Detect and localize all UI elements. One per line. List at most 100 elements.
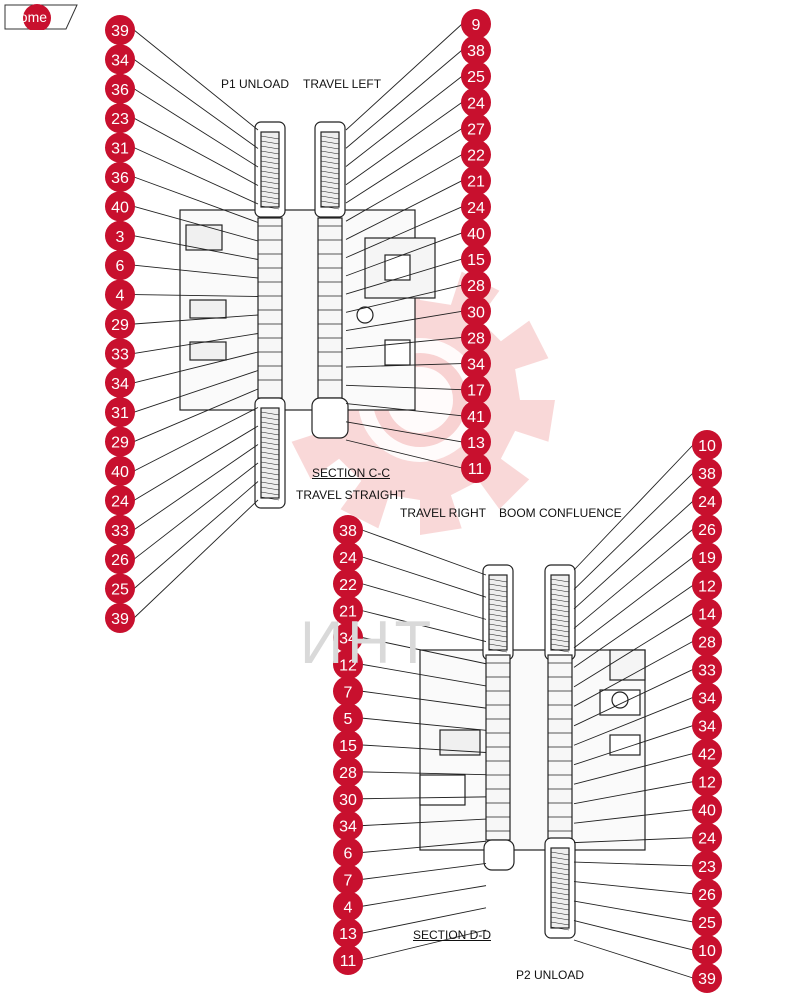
callout-circle xyxy=(692,430,722,460)
callout-circle xyxy=(105,44,135,75)
label-travel-right: TRAVEL RIGHT xyxy=(400,506,487,520)
bottom-left-leader xyxy=(361,663,487,687)
spring-coil xyxy=(550,608,570,613)
side-port-bottom-a xyxy=(599,689,641,716)
home-button[interactable]: home xyxy=(4,4,78,30)
top-right-callout: 27 xyxy=(461,113,491,144)
callout-circle xyxy=(105,426,135,457)
callout-circle xyxy=(461,9,491,39)
callout-number: 41 xyxy=(467,409,485,426)
top-right-callout: 38 xyxy=(461,35,491,66)
spool-travel-right xyxy=(485,654,511,841)
relief-valve-top-c xyxy=(189,341,227,361)
callout-number: 22 xyxy=(339,577,357,594)
bottom-left-leader xyxy=(361,929,487,961)
spring-coil xyxy=(550,633,570,638)
spring-coil xyxy=(260,200,280,205)
top-left-leader xyxy=(133,333,259,354)
bottom-right-callout: 23 xyxy=(692,850,722,881)
callout-circle xyxy=(461,113,491,144)
bottom-left-leader xyxy=(361,637,487,665)
callout-circle xyxy=(692,682,722,713)
top-left-leader xyxy=(133,314,259,325)
top-left-leader xyxy=(133,499,259,619)
spring-coil xyxy=(320,145,340,150)
callout-number: 36 xyxy=(111,170,129,187)
spring-coil xyxy=(320,160,340,165)
callout-number: 40 xyxy=(467,226,485,243)
spring-coil xyxy=(260,180,280,185)
top-left-callout: 6 xyxy=(105,250,135,281)
callout-number: 27 xyxy=(467,121,485,138)
spring-coil xyxy=(488,608,508,613)
spring-coil xyxy=(320,180,340,185)
label-travel-left: TRAVEL LEFT xyxy=(303,77,382,91)
callout-number: 28 xyxy=(467,330,485,347)
section-cc-caption: SECTION C-C xyxy=(312,466,390,480)
top-left-leader xyxy=(133,176,259,223)
callout-number: 24 xyxy=(111,493,129,510)
spring-coil xyxy=(260,446,280,451)
callout-circle xyxy=(105,309,135,339)
bottom-left-leader xyxy=(361,862,487,880)
bottom-right-leader xyxy=(573,861,694,867)
bottom-right-callout: 10 xyxy=(692,934,722,965)
callout-circle xyxy=(333,783,363,814)
top-right-callout: 21 xyxy=(461,165,491,196)
spring-coil xyxy=(488,648,508,653)
callout-number: 21 xyxy=(467,174,485,191)
spring-coil xyxy=(320,165,340,170)
callout-circle xyxy=(333,595,363,626)
callout-circle xyxy=(333,541,363,572)
top-right-leader xyxy=(345,180,463,240)
top-right-leader xyxy=(345,384,463,391)
bottom-right-leader xyxy=(573,500,694,610)
callout-circle xyxy=(692,654,722,685)
bottom-right-leader xyxy=(573,612,694,688)
bottom-right-leader xyxy=(573,444,694,571)
top-right-leader xyxy=(345,310,463,332)
bottom-right-leader xyxy=(573,837,694,844)
callout-number: 34 xyxy=(339,631,357,648)
callout-circle xyxy=(105,544,135,575)
bottom-left-leader xyxy=(361,690,487,709)
spring-coil xyxy=(488,588,508,593)
top-right-leader xyxy=(345,23,463,131)
callout-number: 11 xyxy=(468,461,485,478)
relief-valve-top-b xyxy=(189,299,227,319)
callout-circle xyxy=(333,676,363,707)
top-right-leader xyxy=(345,403,463,417)
top-right-leader xyxy=(345,128,463,204)
bottom-left-leader xyxy=(361,818,487,827)
top-left-callout: 26 xyxy=(105,544,135,575)
spring-coil xyxy=(550,856,570,861)
spring-coil xyxy=(550,588,570,593)
callout-circle xyxy=(333,945,363,975)
spring-coil xyxy=(550,876,570,881)
callout-number: 4 xyxy=(344,899,353,916)
top-right-leader xyxy=(345,154,463,222)
callout-circle xyxy=(105,220,135,251)
callout-number: 40 xyxy=(698,803,716,820)
bottom-left-callout: 30 xyxy=(333,783,363,814)
callout-number: 39 xyxy=(111,611,129,628)
bottom-left-leader xyxy=(361,717,487,731)
callout-circle xyxy=(461,139,491,170)
spring-coil xyxy=(260,195,280,200)
spring-coil xyxy=(260,155,280,160)
callout-circle xyxy=(461,374,491,405)
spring-coil xyxy=(260,185,280,190)
spring-coil xyxy=(550,628,570,633)
bottom-left-callout: 6 xyxy=(333,837,363,868)
spring-coil xyxy=(550,926,570,931)
spring-coil xyxy=(260,175,280,180)
callout-number: 7 xyxy=(344,872,353,889)
top-right-leader xyxy=(345,206,463,259)
spring-coil xyxy=(550,578,570,583)
bottom-right-callout: 12 xyxy=(692,570,722,601)
callout-number: 31 xyxy=(111,405,129,422)
callout-circle xyxy=(692,738,722,769)
callout-circle xyxy=(333,515,363,545)
top-right-leader xyxy=(345,284,463,313)
top-left-callout: 24 xyxy=(105,485,135,516)
